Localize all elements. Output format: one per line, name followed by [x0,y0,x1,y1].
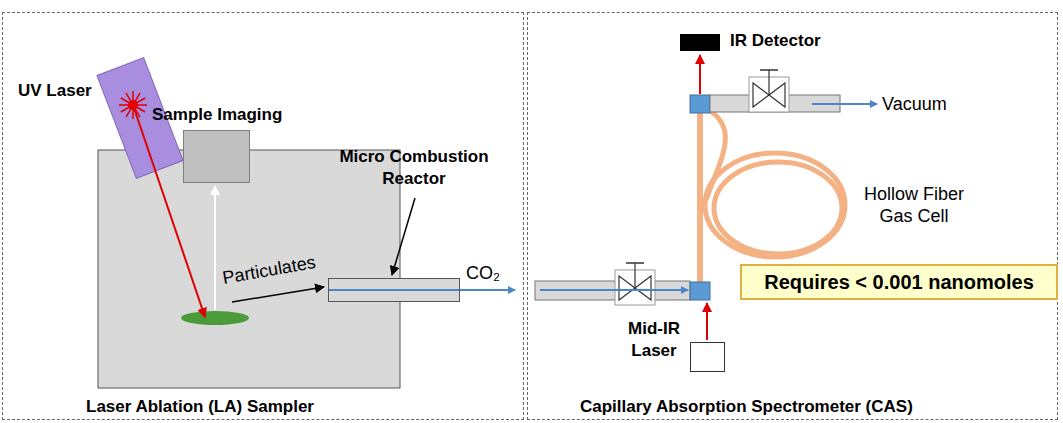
co2-arrow [460,289,515,291]
vacuum-arrow [812,103,877,105]
fiber-port [690,282,710,300]
inlet-valve [615,263,655,305]
particulates-arrow [232,287,324,302]
callout-text: Requires < 0.001 nanomoles [764,271,1034,293]
diagram-label: CO₂ [466,262,500,284]
section-panel: Capillary Absorption Spectrometer (CAS) I… [527,12,1058,420]
gas-flow-arrow [540,289,688,291]
section-title: Laser Ablation (LA) Sampler [86,396,314,418]
combustion-reactor: Micro Combustion Reactor [328,278,460,302]
imaging-arrow [214,186,216,310]
section-panel: Laser Ablation (LA) Sampler UV LaserSampl… [2,12,524,420]
imaging-camera: Sample Imaging [183,130,250,183]
hollow-fiber-coil [705,110,845,257]
diagram-label: Particulates [221,251,317,289]
part-label: Sample Imaging [152,104,282,126]
ir-detector: IR Detector [680,34,720,51]
part-label: UV Laser [18,80,92,102]
callout-box: Requires < 0.001 nanomoles [740,264,1058,300]
diagram-label: Vacuum [882,93,947,115]
part-label: Micro Combustion Reactor [318,146,510,190]
part-label: Mid-IR Laser [622,318,686,362]
ablation-chamber [98,150,400,388]
inlet-pipe [535,281,690,300]
fiber-port [690,95,710,113]
leader-arrow [392,198,415,275]
section-title: Capillary Absorption Spectrometer (CAS) [580,396,913,418]
fiber-straight [697,113,703,282]
ir-beam-in [706,303,708,340]
vacuum-valve [749,70,789,112]
mid-ir-laser: Mid-IR Laser [690,342,725,372]
ir-beam-out [699,55,701,94]
diagram-label: Hollow Fiber Gas Cell [858,183,970,227]
part-label: IR Detector [730,30,821,52]
sample [181,311,249,325]
